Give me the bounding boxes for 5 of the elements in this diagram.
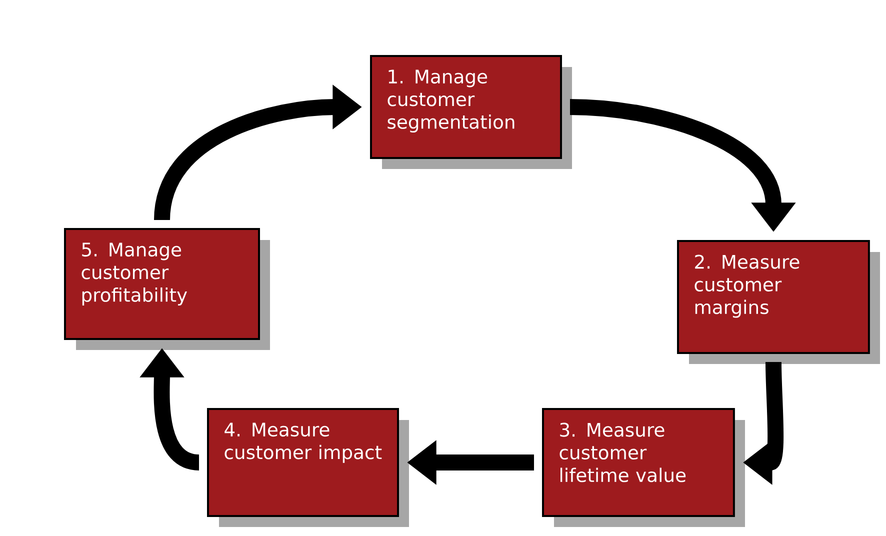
process-box: 4. Measure customer impact — [207, 408, 409, 527]
process-box: 2. Measure customer margins — [677, 240, 880, 364]
process-box: 5. Manage customer profitability — [64, 228, 270, 350]
process-box: 1. Manage customer segmentation — [370, 55, 572, 169]
process-box: 3. Measure customer lifetime value — [542, 408, 745, 527]
